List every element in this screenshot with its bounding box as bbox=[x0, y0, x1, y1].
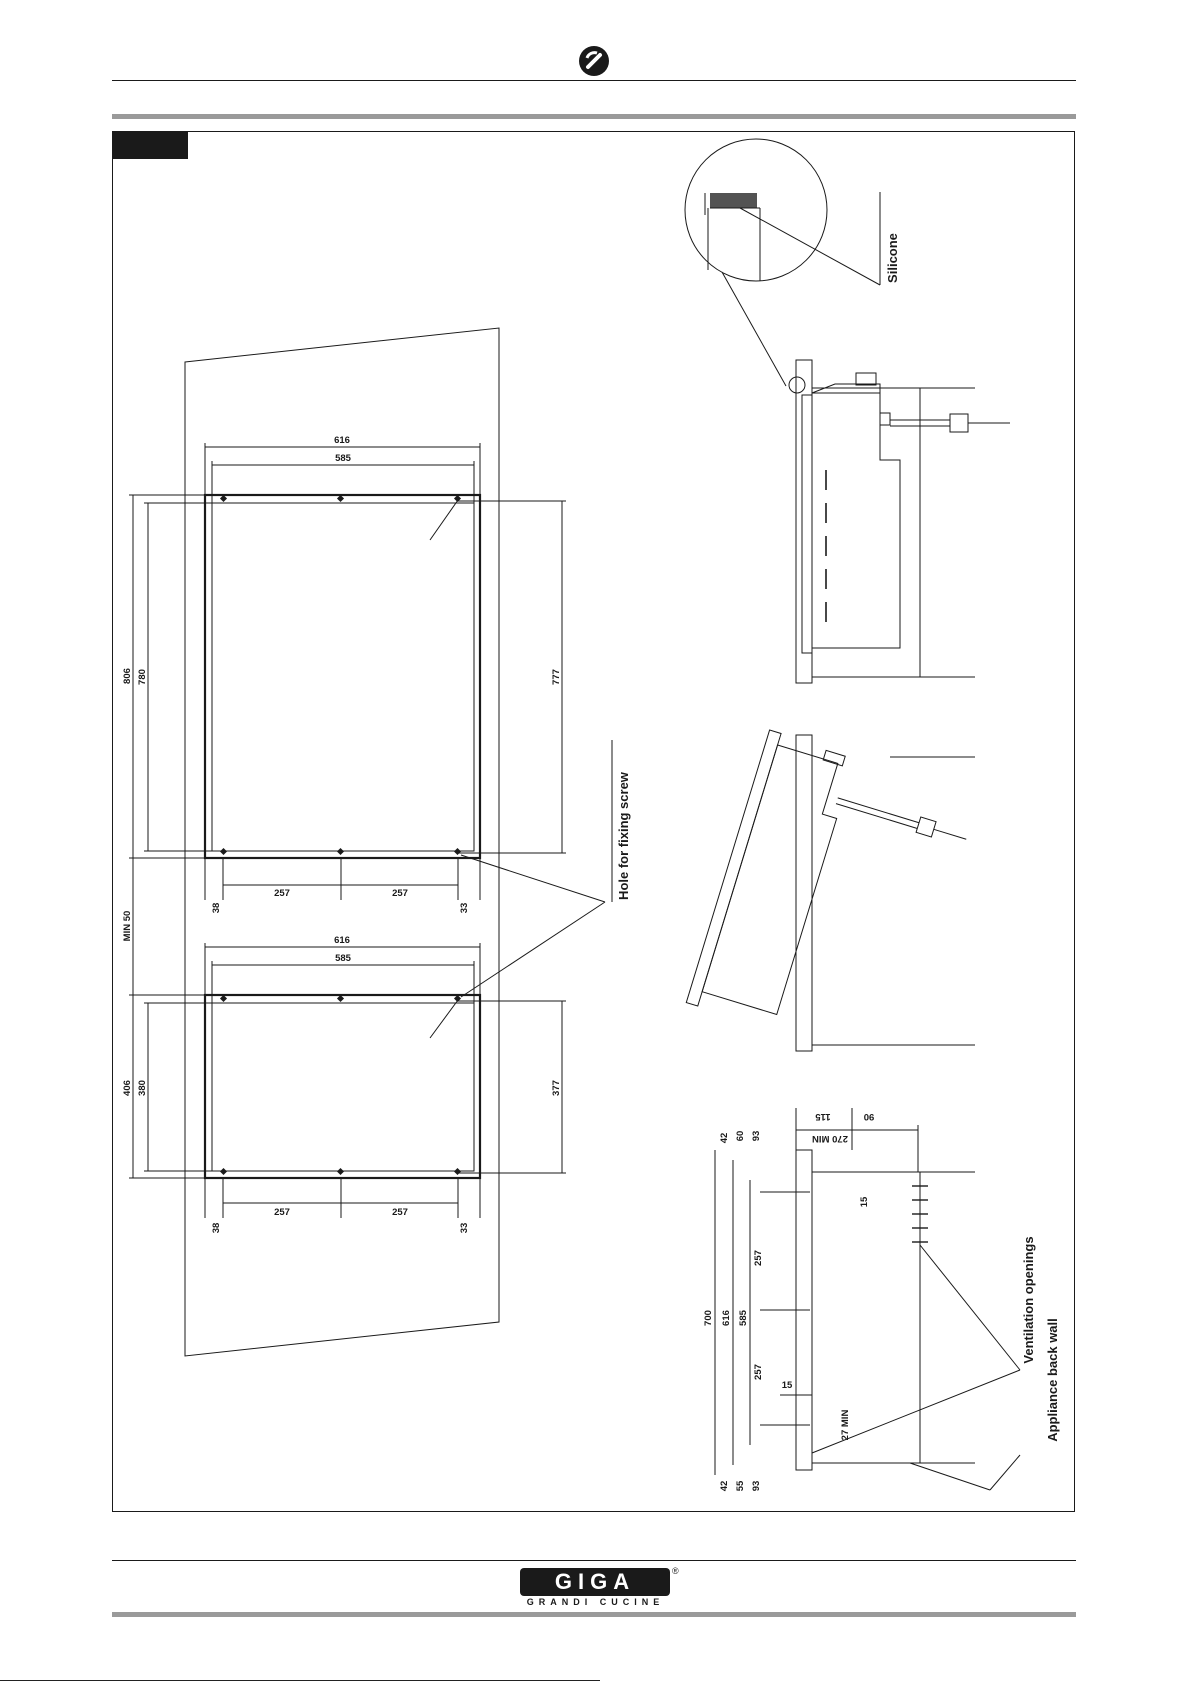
cutout-top bbox=[129, 443, 566, 900]
silicone-detail bbox=[685, 139, 880, 393]
cutout-bottom bbox=[129, 943, 566, 1218]
brand-logo: GIGA bbox=[520, 1568, 670, 1596]
side-view-installed bbox=[796, 360, 1010, 683]
wall-panel bbox=[185, 328, 499, 1356]
registered-mark: ® bbox=[672, 1566, 679, 1576]
brand-logo-text: GIGA bbox=[555, 1569, 635, 1594]
side-view-tilted bbox=[686, 730, 980, 1067]
side-section-dimensions bbox=[715, 1108, 1020, 1490]
scan-edge-line bbox=[0, 1680, 600, 1681]
footer-gray-bar bbox=[112, 1612, 1076, 1617]
footer-rule bbox=[112, 1560, 1076, 1561]
brand-tagline: GRANDI CUCINE bbox=[0, 1597, 1191, 1607]
